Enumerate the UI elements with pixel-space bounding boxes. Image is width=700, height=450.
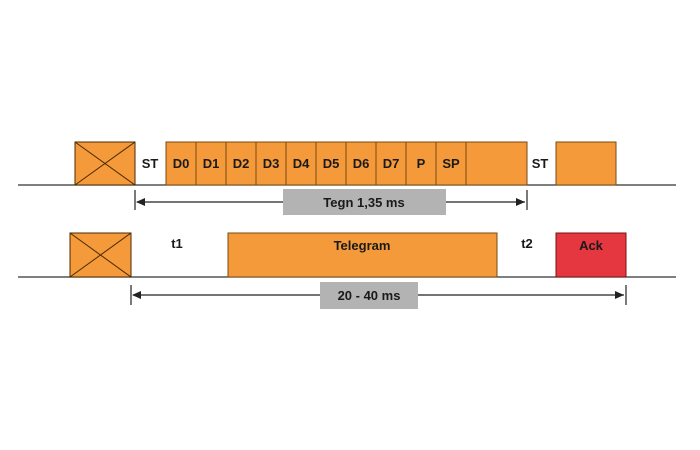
bit-cell-label-d6: D6 <box>353 156 370 171</box>
bit-cell-label-p: P <box>417 156 426 171</box>
row2-telegram-label: Telegram <box>334 238 391 253</box>
row1-start-label: ST <box>142 156 159 171</box>
row2-duration-box <box>320 282 418 309</box>
bit-cell-label-d7: D7 <box>383 156 400 171</box>
row2-crossed-box <box>69 232 132 278</box>
row1-cells: D0 D1 D2 D3 D4 D5 D6 D7 P SP <box>165 141 467 186</box>
row2-t1-label: t1 <box>171 236 183 251</box>
bit-cell-label-sp: SP <box>442 156 460 171</box>
bit-cell-d0 <box>165 141 197 186</box>
row1-empty-block <box>465 141 528 186</box>
bit-cell-label-d1: D1 <box>203 156 220 171</box>
bit-cell-label-d2: D2 <box>233 156 250 171</box>
bit-cell-label-d4: D4 <box>293 156 310 171</box>
bit-cell-label-d3: D3 <box>263 156 280 171</box>
bit-cell-d2 <box>225 141 257 186</box>
row1-duration-label: Tegn 1,35 ms <box>323 195 404 210</box>
bit-cell-d4 <box>285 141 317 186</box>
row2-t2-label: t2 <box>521 236 533 251</box>
row2-ack-block <box>555 232 627 278</box>
bit-cell-label-d5: D5 <box>323 156 340 171</box>
bit-cell-sp <box>435 141 467 186</box>
row2-ack-label: Ack <box>579 238 604 253</box>
bit-cell-d3 <box>255 141 287 186</box>
row1-crossed-box <box>74 141 136 186</box>
row1-end-label: ST <box>532 156 549 171</box>
bit-cell-label-d0: D0 <box>173 156 190 171</box>
row2-telegram-block <box>227 232 498 278</box>
row1-next-block <box>555 141 617 186</box>
bit-cell-d6 <box>345 141 377 186</box>
row1-duration-box <box>283 189 446 215</box>
row2-duration-label: 20 - 40 ms <box>338 288 401 303</box>
bit-cell-d1 <box>195 141 227 186</box>
bit-cell-p <box>405 141 437 186</box>
bit-cell-d7 <box>375 141 407 186</box>
